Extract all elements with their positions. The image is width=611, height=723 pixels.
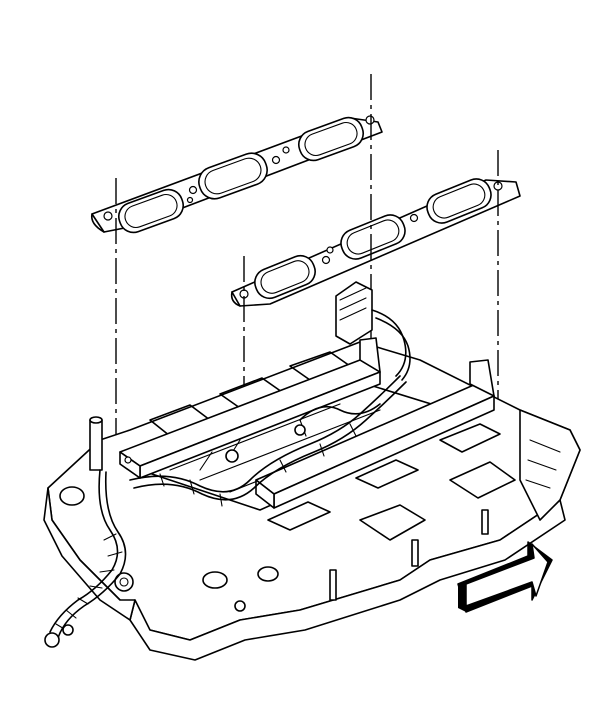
gasket-front <box>230 178 521 307</box>
gasket-rear <box>90 115 383 234</box>
inlet-pipe <box>89 416 103 471</box>
fuel-rail-rear <box>119 337 381 479</box>
fuel-rail-front <box>255 359 495 509</box>
front-arrow-icon <box>457 541 553 613</box>
flange-bolts <box>234 509 489 612</box>
wiring-harness <box>44 281 411 648</box>
